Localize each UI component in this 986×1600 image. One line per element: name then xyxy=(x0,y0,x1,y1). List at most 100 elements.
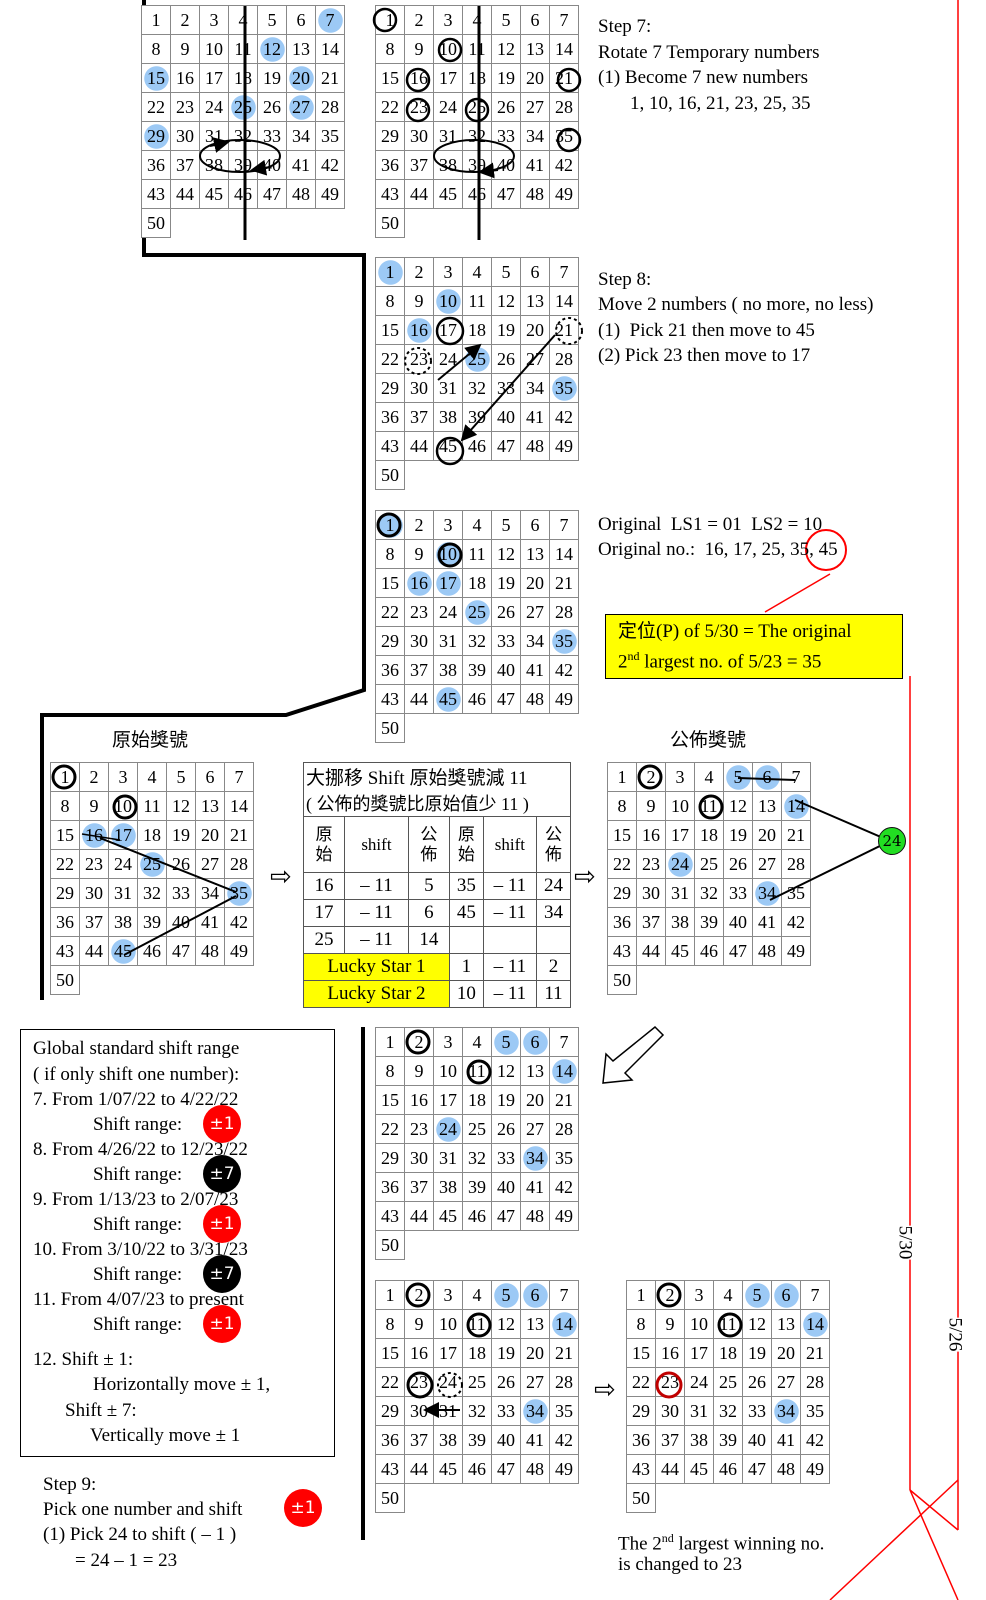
grid-cell xyxy=(138,966,167,995)
grid-cell xyxy=(434,1484,463,1513)
grid-cell: 10 xyxy=(108,791,138,821)
grid-cell: 19 xyxy=(491,1085,521,1115)
grid-cell: 4 xyxy=(228,5,258,35)
grid-cell: 11 xyxy=(462,539,492,569)
grid-cell: 37 xyxy=(404,402,434,432)
grid-cell: 40 xyxy=(491,1425,521,1455)
grid-cell: 36 xyxy=(375,655,405,685)
grid-cell: 15 xyxy=(375,1338,405,1368)
grid-cell: 21 xyxy=(315,63,345,93)
cell: 35 xyxy=(448,872,484,900)
grid-cell: 31 xyxy=(433,1396,463,1426)
grid-cell: 6 xyxy=(520,1027,550,1057)
grid-cell xyxy=(550,1231,579,1260)
grid-cell: 26 xyxy=(166,849,196,879)
grid-cell xyxy=(666,966,695,995)
grid-cell: 16 xyxy=(404,63,434,93)
grid-cell: 23 xyxy=(404,1367,434,1397)
grid-cell: 13 xyxy=(520,1056,550,1086)
grid-cell: 18 xyxy=(228,63,258,93)
grid-cell: 8 xyxy=(375,1056,405,1086)
grid-cell: 3 xyxy=(433,510,463,540)
grid-cell: 47 xyxy=(742,1454,772,1484)
grid-cell: 2 xyxy=(404,510,434,540)
grid-cell: 29 xyxy=(626,1396,656,1426)
grid-cell: 45 xyxy=(433,179,463,209)
grid-cell: 1 xyxy=(375,1027,405,1057)
grid-cell: 28 xyxy=(315,92,345,122)
grid-cell: 15 xyxy=(375,315,405,345)
yellow-note-sup: nd xyxy=(627,649,640,663)
header-orig-2: 原 始 xyxy=(448,816,484,873)
item12-d: Vertically move ± 1 xyxy=(90,1425,241,1446)
grid-cell: 46 xyxy=(462,179,492,209)
grid-cell: 41 xyxy=(520,1425,550,1455)
step8-line1: Move 2 numbers ( no more, no less) xyxy=(598,294,874,315)
grid-cell: 38 xyxy=(433,402,463,432)
shift-range-badge: ±1 xyxy=(203,1105,241,1143)
grid-cell: 33 xyxy=(491,373,521,403)
grid-cell: 6 xyxy=(520,1280,550,1310)
grid-cell: 30 xyxy=(404,121,434,151)
grid-cell: 1 xyxy=(375,5,405,35)
grid-cell: 20 xyxy=(520,1085,550,1115)
grid-cell: 14 xyxy=(315,34,345,64)
grid-cell: 11 xyxy=(462,34,492,64)
grid-cell xyxy=(405,209,434,238)
shift-period: 11. From 4/07/23 to present xyxy=(33,1289,244,1310)
grid-cell xyxy=(492,209,521,238)
grid-cell xyxy=(550,714,579,743)
grid-cell: 17 xyxy=(108,820,138,850)
grid-cell: 41 xyxy=(520,150,550,180)
shift-period: 8. From 4/26/22 to 12/23/22 xyxy=(33,1139,248,1160)
grid-cell xyxy=(463,209,492,238)
cell: – 11 xyxy=(343,926,409,954)
shift-table-title2: ( 公佈的獎號比原始值少 11 ) xyxy=(303,790,571,817)
grid-cell: 38 xyxy=(108,907,138,937)
grid-cell: 13 xyxy=(520,1309,550,1339)
grid-cell: 46 xyxy=(228,179,258,209)
grid-cell: 49 xyxy=(315,179,345,209)
grid-cell: 19 xyxy=(742,1338,772,1368)
grid-cell: 47 xyxy=(491,1454,521,1484)
right-arrow-icon: ⇨ xyxy=(270,862,292,892)
grid-cell: 20 xyxy=(771,1338,801,1368)
grid-cell: 39 xyxy=(694,907,724,937)
grid-cell: 23 xyxy=(170,92,200,122)
grid-cell: 1 xyxy=(141,5,171,35)
grid-cell: 49 xyxy=(549,1454,579,1484)
grid-cell: 27 xyxy=(752,849,782,879)
cell: – 11 xyxy=(482,872,537,900)
grid-cell: 34 xyxy=(520,1143,550,1173)
grid-cell: 17 xyxy=(433,63,463,93)
grid-cell: 22 xyxy=(375,344,405,374)
grid-cell: 8 xyxy=(607,791,637,821)
grid-cell: 20 xyxy=(286,63,316,93)
grid-cell: 8 xyxy=(375,286,405,316)
grid-cell: 19 xyxy=(257,63,287,93)
grid-cell: 15 xyxy=(375,568,405,598)
grid-cell: 31 xyxy=(433,626,463,656)
grid-cell xyxy=(405,461,434,490)
grid-cell: 2 xyxy=(79,762,109,792)
grid-cell: 9 xyxy=(170,34,200,64)
grid-cell: 30 xyxy=(655,1396,685,1426)
grid-cell: 11 xyxy=(462,286,492,316)
grid-cell xyxy=(801,1484,830,1513)
grid-cell: 6 xyxy=(520,5,550,35)
grid-cell: 28 xyxy=(549,1114,579,1144)
global-shift-panel xyxy=(20,1029,335,1457)
grid-cell: 37 xyxy=(404,150,434,180)
grid-cell: 23 xyxy=(404,344,434,374)
shift-range-label: Shift range: xyxy=(93,1214,183,1235)
shift-range-label: Shift range: xyxy=(93,1114,183,1135)
